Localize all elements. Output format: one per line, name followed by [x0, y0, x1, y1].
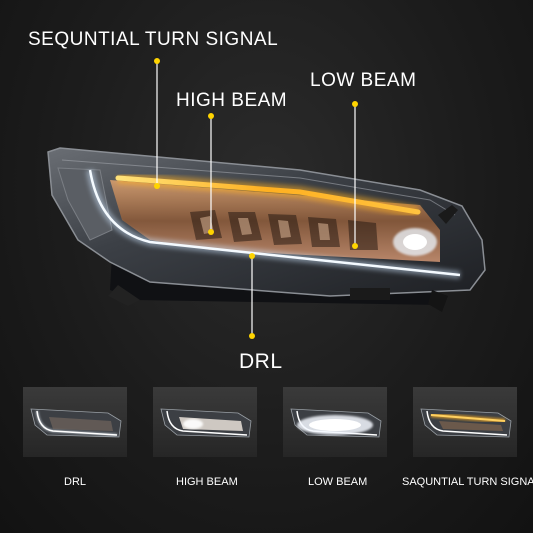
- marker-high-top: [208, 113, 214, 119]
- marker-low-top: [352, 101, 358, 107]
- marker-drl-top: [249, 253, 255, 259]
- label-high-beam: HIGH BEAM: [176, 90, 288, 111]
- thumbnail-high-beam: [153, 387, 257, 457]
- caption-high-beam: HIGH BEAM: [176, 476, 238, 488]
- caption-drl: DRL: [64, 476, 87, 488]
- drl-guide: [88, 169, 461, 277]
- caption-sequential-turn-signal: SAQUNTIAL TURN SIGNAL: [402, 476, 533, 488]
- amber-strip: [115, 175, 421, 215]
- caption-low-beam: LOW BEAM: [308, 476, 368, 488]
- thumbnail-low-beam: [283, 387, 387, 457]
- marker-drl-bottom: [249, 333, 255, 339]
- thumbnail-sequential-turn-signal: [413, 387, 517, 457]
- thumbnail-drl: [23, 387, 127, 457]
- label-sequential-turn-signal: SEQUNTIAL TURN SIGNAL: [28, 29, 279, 50]
- marker-sequential-top: [154, 58, 160, 64]
- label-drl: DRL: [239, 350, 283, 373]
- label-low-beam: LOW BEAM: [310, 70, 417, 91]
- thumbnail-strip: [0, 387, 533, 457]
- marker-low-bottom: [352, 243, 358, 249]
- marker-high-bottom: [208, 229, 214, 235]
- marker-sequential-bottom: [154, 183, 160, 189]
